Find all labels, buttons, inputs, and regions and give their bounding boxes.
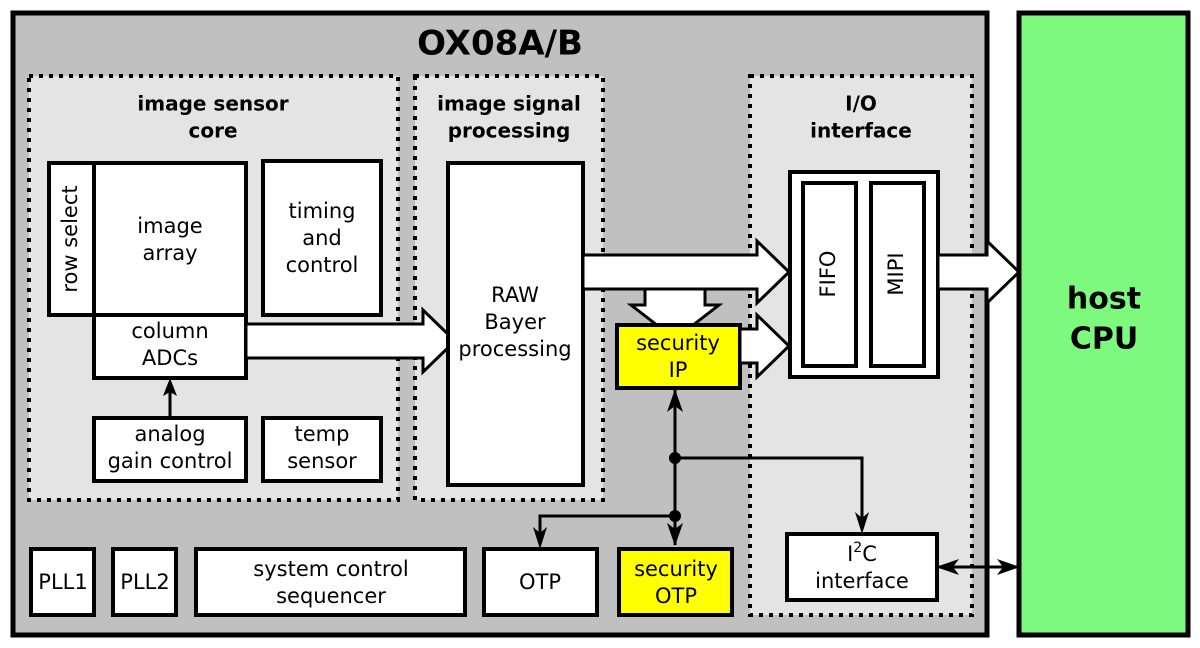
block-sys-ctrl-label-1: system control	[253, 557, 408, 581]
arrow-raw-bayer-to-fifo	[581, 237, 792, 307]
block-security-ip-label-2: IP	[669, 358, 688, 382]
block-image-array-label-1: image	[137, 214, 202, 238]
group-io-label-2: interface	[810, 119, 912, 143]
group-image-sensor-core-label-1: image sensor	[137, 92, 288, 116]
block-temp-sensor	[261, 416, 383, 483]
block-mipi	[869, 181, 926, 368]
block-i2c-label-2: interface	[815, 569, 909, 593]
block-raw-bayer-label-1: RAW	[491, 283, 539, 307]
arrow-analog-gain-to-column-adcs	[163, 378, 177, 418]
arrow-column-adcs-to-raw-bayer	[244, 306, 458, 376]
block-security-otp-label-1: security	[634, 557, 718, 581]
block-analog-gain-label-2: gain control	[108, 449, 233, 473]
block-row-select-label: row select	[58, 185, 82, 292]
chip-title: OX08A/B	[417, 24, 583, 64]
group-isp-label-1: image signal	[437, 92, 581, 116]
block-timing-and-control	[261, 159, 383, 317]
arrow-branch-to-security-ip	[626, 287, 724, 341]
block-i2c-label-1-post: C	[862, 542, 877, 566]
block-temp-sensor-label-2: sensor	[287, 449, 357, 473]
block-i2c-label-1-pre: I	[847, 542, 853, 566]
host-cpu-label-1: host	[1067, 282, 1141, 317]
block-sys-ctrl-label-2: sequencer	[276, 584, 386, 608]
block-temp-sensor-label-1: temp	[295, 422, 350, 446]
wire-bus-to-otp	[533, 514, 675, 549]
block-security-otp	[617, 547, 734, 617]
block-fifo-label: FIFO	[816, 251, 840, 298]
block-pll1-label: PLL1	[38, 570, 87, 594]
block-raw-bayer-processing	[446, 161, 585, 487]
block-analog-gain-label-1: analog	[134, 422, 205, 446]
block-pll1	[29, 547, 96, 617]
block-column-adcs-label-1: column	[131, 319, 208, 343]
block-timing-label-2: and	[302, 226, 342, 250]
block-raw-bayer-label-3: processing	[458, 337, 571, 361]
group-io-label-1: I/O	[845, 92, 877, 116]
block-raw-bayer-label-2: Bayer	[484, 310, 546, 334]
block-row-select	[47, 161, 96, 317]
host-cpu-block	[1016, 10, 1191, 638]
block-i2c-label-1-sup: 2	[853, 540, 862, 556]
block-pll2	[111, 547, 178, 617]
block-fifo	[801, 181, 858, 368]
block-otp	[482, 547, 599, 617]
block-column-adcs-label-2: ADCs	[142, 346, 198, 370]
block-i2c-interface	[785, 532, 939, 602]
block-mipi-label: MIPI	[884, 252, 908, 295]
block-timing-label-1: timing	[289, 199, 356, 223]
arrow-io-to-host-cpu	[936, 237, 1022, 307]
block-image-array-label-2: array	[142, 241, 197, 265]
group-isp-label-2: processing	[448, 119, 571, 143]
block-i2c-label-1: I2C	[847, 540, 877, 566]
block-system-control-sequencer	[194, 547, 467, 617]
arrow-i2c-host-bidirectional	[936, 559, 1020, 575]
wire-bus-to-i2c	[675, 456, 869, 534]
host-cpu-label-2: CPU	[1070, 322, 1138, 357]
block-pll2-label: PLL2	[120, 570, 169, 594]
block-security-otp-label-2: OTP	[655, 584, 697, 608]
group-image-sensor-core-label-2: core	[188, 119, 237, 143]
block-security-ip-label-1: security	[636, 331, 720, 355]
block-timing-label-3: control	[286, 253, 359, 277]
block-otp-label: OTP	[519, 570, 561, 594]
block-image-array	[92, 161, 248, 317]
arrow-security-ip-to-fifo	[738, 311, 792, 381]
